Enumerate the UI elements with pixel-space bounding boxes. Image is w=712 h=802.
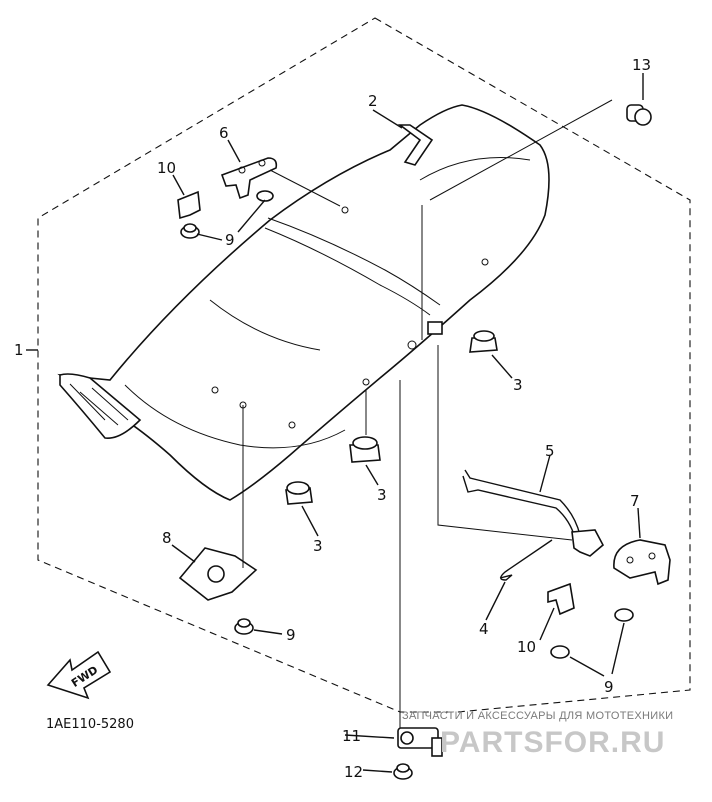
drawing-code: 1AE110-5280 bbox=[46, 717, 134, 732]
seat-rear-hatch bbox=[69, 383, 129, 426]
callout-10-upper: 10 bbox=[157, 159, 176, 177]
centerline-13 bbox=[429, 99, 613, 201]
callout-6: 6 bbox=[219, 124, 229, 142]
seat-rear-tail bbox=[59, 373, 142, 439]
callout-8: 8 bbox=[162, 529, 172, 547]
assembly-boundary bbox=[37, 17, 691, 713]
leader-2 bbox=[372, 109, 403, 129]
part-5-latch bbox=[571, 529, 605, 557]
leader-7 bbox=[637, 507, 641, 539]
callout-12: 12 bbox=[344, 763, 363, 781]
centerline-6 bbox=[269, 169, 341, 207]
seat-hole bbox=[211, 386, 219, 394]
seat-seam-strap bbox=[267, 217, 441, 306]
part-2-strap bbox=[397, 124, 434, 166]
fwd-arrow-icon: FWD bbox=[46, 650, 112, 700]
leader-9-lower-right-1 bbox=[569, 656, 605, 677]
centerline-latch bbox=[437, 345, 573, 541]
watermark-brand: PARTSFOR.RU bbox=[440, 726, 665, 759]
leader-3-mid bbox=[365, 464, 379, 486]
leader-9-lower-right-2 bbox=[611, 622, 625, 675]
leader-5 bbox=[539, 454, 551, 493]
watermark-tagline: ЗАПЧАСТИ И АКСЕССУАРЫ ДЛЯ МОТОТЕХНИКИ bbox=[402, 710, 673, 722]
callout-1: 1 bbox=[14, 341, 24, 359]
leader-9-upper-2 bbox=[237, 199, 266, 233]
part-3-damper-mid bbox=[349, 436, 381, 463]
part-3-damper-right bbox=[469, 330, 498, 353]
seat-seam-top bbox=[264, 227, 431, 316]
leader-8 bbox=[171, 544, 196, 563]
callout-9-lower-left: 9 bbox=[286, 626, 296, 644]
callout-3-mid: 3 bbox=[377, 486, 387, 504]
part-9-nut-lower-left bbox=[234, 618, 254, 635]
part-10-hook-lower bbox=[547, 582, 575, 616]
part-5-rod bbox=[464, 469, 581, 536]
callout-13: 13 bbox=[632, 56, 651, 74]
callout-5: 5 bbox=[545, 442, 555, 460]
seat-body bbox=[57, 104, 550, 501]
callout-11: 11 bbox=[342, 727, 361, 745]
seat-side-line bbox=[419, 157, 531, 181]
leader-6 bbox=[227, 139, 241, 163]
part-13-bolt bbox=[626, 104, 652, 126]
bracket-hole bbox=[648, 552, 656, 560]
part-9-nut-upper bbox=[180, 223, 200, 239]
part-7-bracket bbox=[613, 539, 671, 586]
callout-3-left: 3 bbox=[313, 537, 323, 555]
seat-hole bbox=[362, 378, 370, 386]
bracket-hole bbox=[258, 159, 266, 167]
leader-10-upper bbox=[172, 174, 185, 196]
part-6-bracket bbox=[220, 157, 278, 200]
leader-11 bbox=[344, 734, 395, 739]
seat-hole bbox=[481, 258, 489, 266]
leader-12 bbox=[362, 769, 393, 773]
bracket-hole bbox=[238, 166, 246, 174]
leader-9-lower-left bbox=[253, 629, 283, 635]
leader-3-right bbox=[491, 354, 513, 379]
callout-4: 4 bbox=[479, 620, 489, 638]
part-12-nut bbox=[393, 763, 413, 780]
seat-assembly bbox=[57, 104, 550, 501]
callout-9-upper: 9 bbox=[225, 231, 235, 249]
part-10-hook-upper bbox=[177, 190, 201, 220]
part-9-nut-lower-right-2 bbox=[614, 608, 634, 622]
seat-hole bbox=[407, 340, 417, 350]
part-5-rod-inner bbox=[462, 475, 576, 539]
seat-latch-hook bbox=[427, 321, 443, 335]
seat-panel-line-1 bbox=[209, 299, 321, 351]
part-11-lock bbox=[397, 727, 443, 757]
leader-10-lower bbox=[539, 607, 555, 641]
seat-hole bbox=[288, 421, 296, 429]
callout-10-lower: 10 bbox=[517, 638, 536, 656]
part-4-spring bbox=[499, 539, 553, 581]
part-9-nut-upper-2 bbox=[256, 190, 274, 202]
callout-7: 7 bbox=[630, 492, 640, 510]
seat-hole bbox=[341, 206, 349, 214]
leader-9-upper bbox=[196, 233, 223, 241]
part-3-damper-left bbox=[285, 481, 313, 505]
leader-3-left bbox=[301, 505, 319, 537]
part-9-nut-lower-right-1 bbox=[550, 645, 570, 659]
seat-panel-line-2 bbox=[124, 384, 346, 449]
bracket-hole bbox=[626, 556, 634, 564]
callout-9-lower-right: 9 bbox=[604, 678, 614, 696]
callout-2: 2 bbox=[368, 92, 378, 110]
leader-4 bbox=[485, 581, 506, 621]
plate-boss bbox=[207, 565, 225, 583]
callout-3-right: 3 bbox=[513, 376, 523, 394]
